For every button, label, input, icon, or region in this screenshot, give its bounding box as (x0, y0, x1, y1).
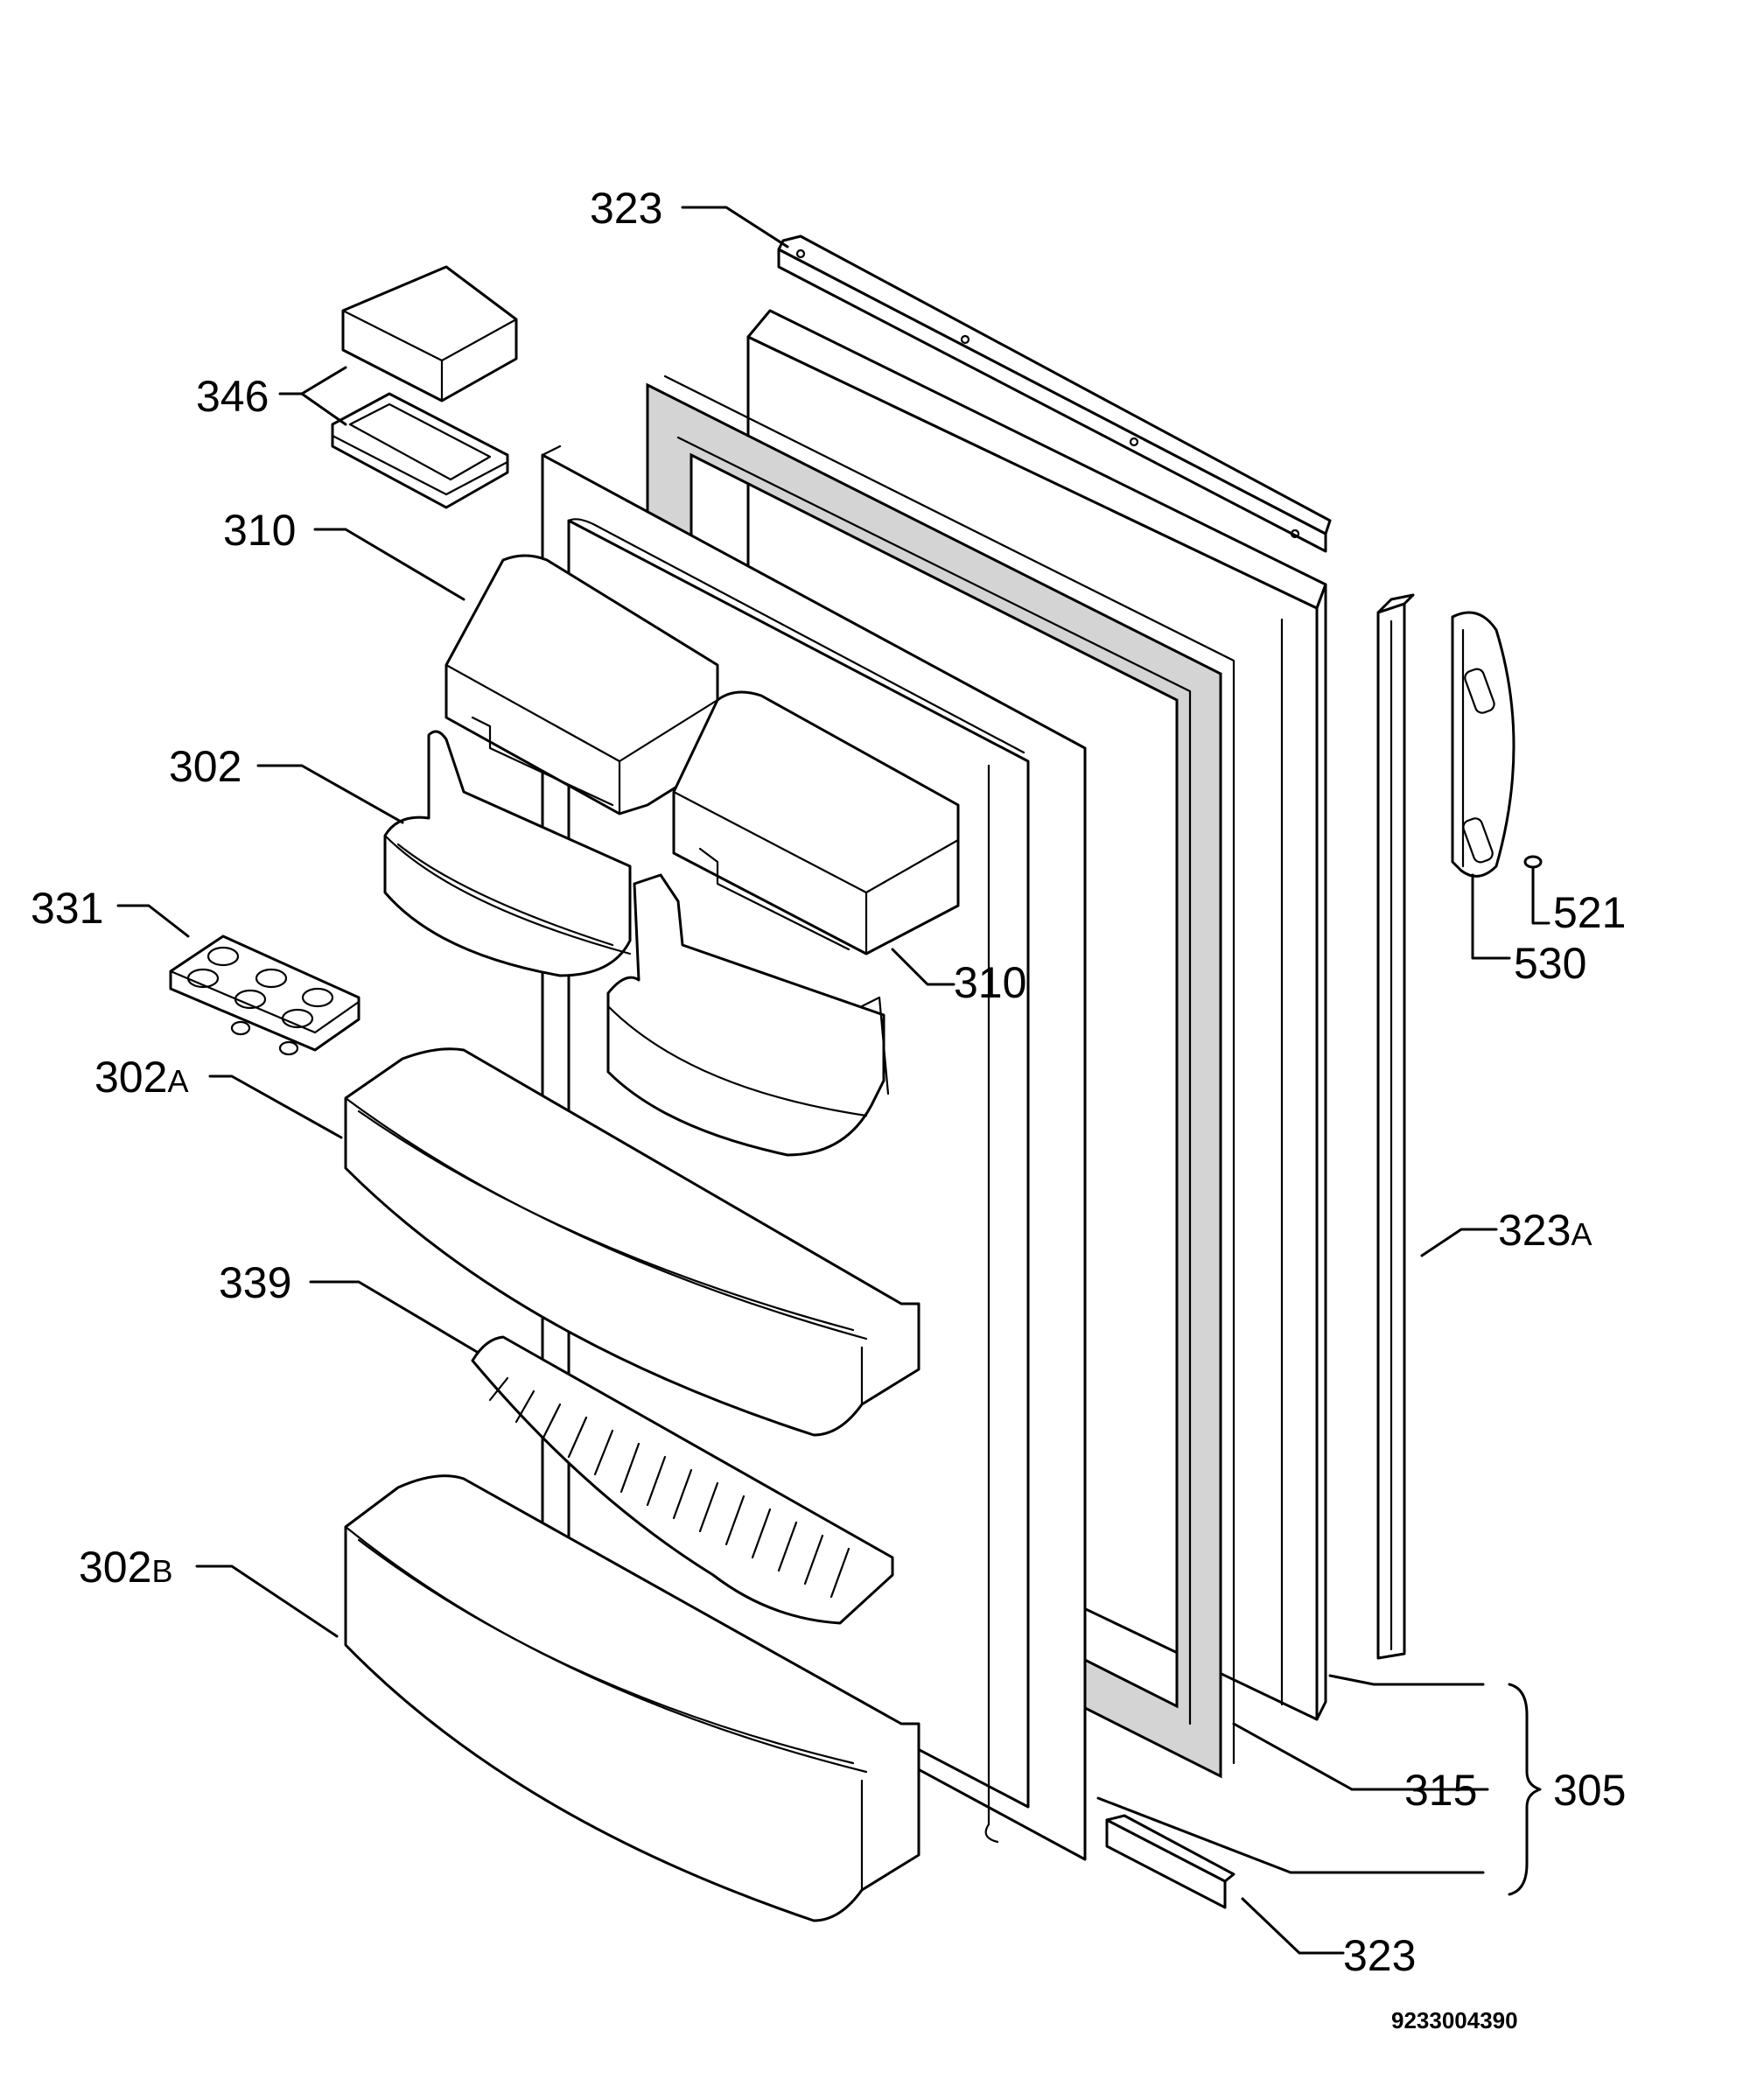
leader-530 (1471, 873, 1511, 960)
leader-521 (1531, 866, 1550, 925)
leader-305-top (1328, 1674, 1485, 1686)
handle-cap (1523, 855, 1543, 869)
hinge-plate-top (777, 234, 1332, 553)
callout-302B: 302B (79, 1543, 172, 1592)
leader-310-left (313, 528, 466, 601)
callout-530: 530 (1514, 939, 1586, 988)
trim-strip (1376, 593, 1415, 1660)
egg-tray (169, 934, 360, 1056)
callout-323A-suffix: A (1571, 1216, 1592, 1252)
door-shelf-upper-left (383, 730, 632, 977)
callout-302A-suffix: A (167, 1063, 188, 1099)
callout-346: 346 (196, 372, 269, 421)
leader-323A (1420, 1228, 1498, 1257)
leader-346 (278, 366, 347, 396)
callout-labels: 323 346 310 302 331 310 521 530 302A 339… (31, 184, 1626, 2034)
callout-521: 521 (1553, 888, 1626, 937)
callout-302: 302 (169, 742, 242, 791)
callout-323A: 323A (1498, 1206, 1592, 1255)
door-shelf-upper-right (606, 873, 890, 1157)
document-number: 9233004390 (1391, 2007, 1518, 2034)
leader-346-b (300, 392, 347, 426)
cover-right (672, 690, 960, 956)
leader-302 (256, 764, 404, 824)
callout-310-right: 310 (954, 958, 1026, 1007)
callout-310-left: 310 (223, 506, 296, 555)
callout-302A: 302A (94, 1053, 188, 1102)
door-handle (1451, 611, 1516, 878)
callout-302B-number: 302 (79, 1543, 151, 1592)
leader-302A (208, 1074, 343, 1139)
dairy-box-frame (331, 392, 509, 509)
brace-305 (1508, 1683, 1542, 1896)
leader-305-bottom (1096, 1796, 1485, 1874)
hinge-plate-bottom (1105, 1814, 1236, 1909)
leader-310-right (891, 948, 956, 986)
leader-315 (1232, 1722, 1354, 1791)
callout-302A-number: 302 (94, 1053, 167, 1102)
leader-302B (195, 1564, 339, 1638)
cover-left (444, 554, 719, 816)
leader-lines (116, 206, 1550, 1955)
leader-323-top (681, 206, 789, 248)
leader-323-bottom (1241, 1897, 1345, 1955)
callout-302B-suffix: B (151, 1553, 172, 1589)
callout-323-bottom: 323 (1343, 1931, 1416, 1980)
leader-331 (116, 904, 190, 938)
leader-339 (309, 1280, 479, 1354)
door-shelf-bottom (344, 1474, 920, 1922)
dairy-box-lid (341, 265, 518, 402)
callout-331: 331 (31, 884, 103, 933)
callout-315: 315 (1404, 1766, 1477, 1815)
shelf-divider (471, 1335, 894, 1625)
callout-323-top: 323 (590, 184, 662, 233)
callout-323A-number: 323 (1498, 1206, 1571, 1255)
door-shelf-middle (344, 1047, 920, 1437)
callout-339: 339 (219, 1258, 291, 1307)
callout-305: 305 (1553, 1766, 1626, 1815)
